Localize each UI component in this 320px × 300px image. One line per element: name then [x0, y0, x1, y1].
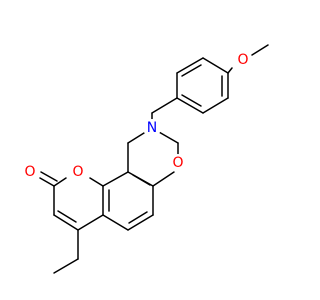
atom-label-n: N	[147, 120, 157, 136]
bond	[89, 177, 104, 187]
bond	[128, 211, 148, 224]
bond	[132, 174, 151, 186]
label-background	[143, 119, 161, 137]
atom-label-o: O	[72, 164, 83, 180]
oxazine-oxygen: O	[169, 154, 187, 172]
label-background	[234, 51, 252, 69]
bond	[53, 177, 67, 187]
bond	[102, 171, 129, 187]
ring-nitrogen: N	[143, 119, 161, 137]
bond	[181, 94, 202, 107]
chemical-structure: O N O O O	[21, 44, 269, 274]
atom-label-o: O	[237, 52, 248, 68]
atom-label-o: O	[24, 164, 35, 180]
bond	[127, 214, 154, 231]
atom-label-o: O	[172, 155, 183, 171]
bond	[77, 214, 104, 231]
bond	[57, 210, 77, 223]
bond	[181, 64, 202, 77]
bond	[202, 57, 229, 74]
bond	[39, 177, 55, 187]
bond	[40, 171, 58, 182]
bonds	[39, 44, 269, 274]
atom-labels: O N O O O	[21, 51, 252, 181]
bond	[102, 214, 129, 231]
methoxy-oxygen: O	[234, 51, 252, 69]
bond	[227, 67, 233, 74]
label-background	[169, 154, 187, 172]
bond	[176, 97, 204, 114]
bond	[176, 57, 204, 74]
bond	[53, 214, 79, 231]
pyranone-ring-oxygen: O	[69, 163, 87, 181]
bond	[202, 97, 229, 114]
carbonyl-oxygen: O	[21, 163, 39, 181]
label-background	[21, 163, 39, 181]
bond	[53, 258, 79, 274]
bond	[152, 171, 175, 187]
label-background	[69, 163, 87, 181]
bond	[151, 97, 178, 114]
bond	[251, 44, 269, 56]
